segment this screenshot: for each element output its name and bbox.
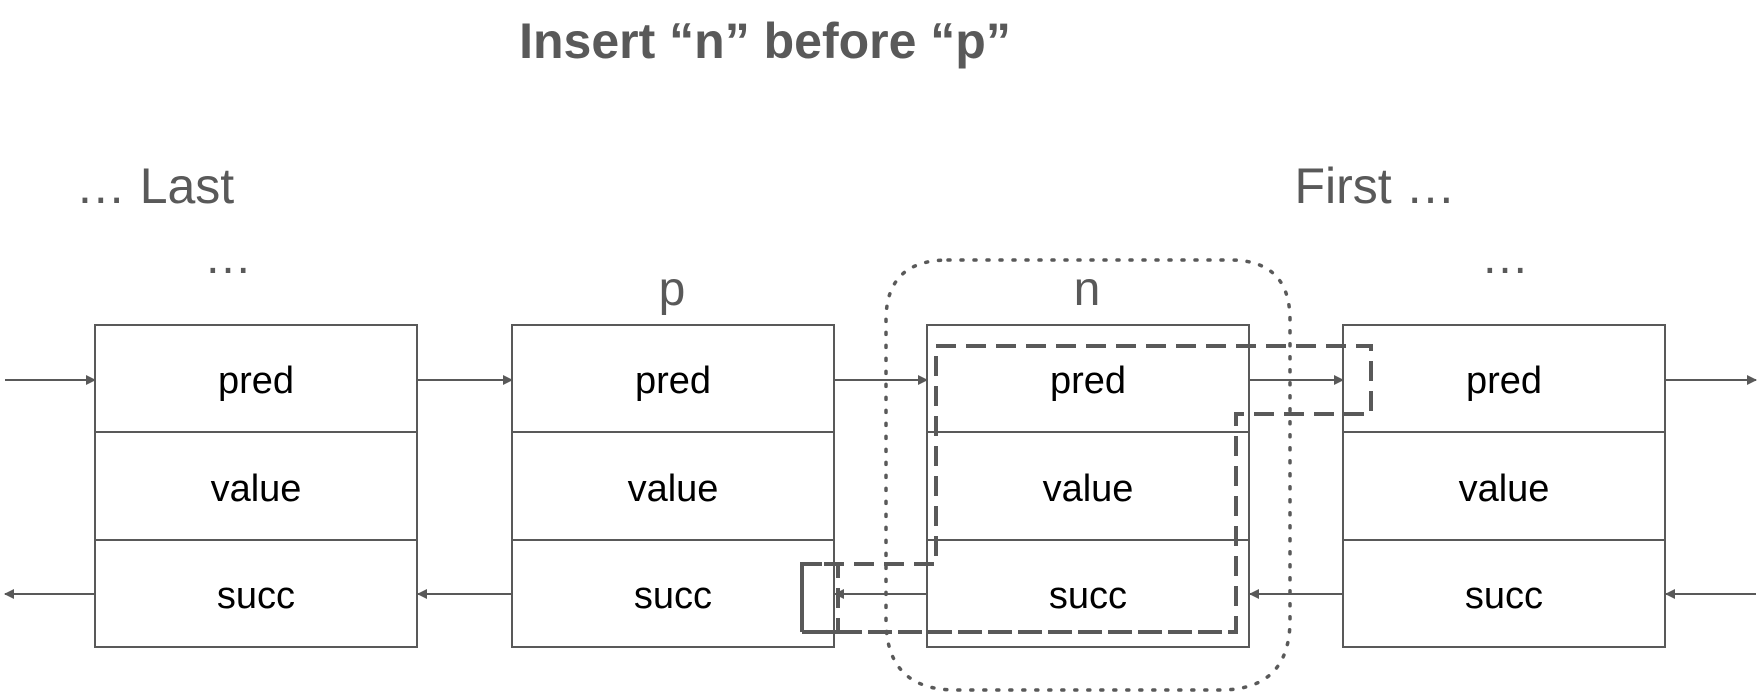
succ-field: succ <box>634 575 712 617</box>
succ-field: succ <box>217 575 295 617</box>
first-label: First … <box>1294 158 1455 214</box>
node-label: p <box>659 263 686 316</box>
value-field: value <box>1459 468 1550 510</box>
node-label: … <box>1481 231 1529 284</box>
node-ellipsis-right: … pred value succ <box>1342 231 1666 648</box>
dashed-pred-link <box>800 344 1373 634</box>
succ-field: succ <box>1465 575 1543 617</box>
diagram-title: Insert “n” before “p” <box>519 13 1011 69</box>
value-field: value <box>628 468 719 510</box>
node-label: … <box>204 231 252 284</box>
new-node-outline <box>884 258 1292 692</box>
pred-field: pred <box>635 360 711 402</box>
node-n: n pred value succ <box>926 263 1250 648</box>
pred-field: pred <box>1050 360 1126 402</box>
value-field: value <box>1043 468 1134 510</box>
pred-field: pred <box>218 360 294 402</box>
node-p: p pred value succ <box>511 263 835 648</box>
pred-field: pred <box>1466 360 1542 402</box>
last-label: … Last <box>76 158 235 214</box>
node-label: n <box>1074 263 1101 316</box>
dashed-succ-target <box>800 562 840 634</box>
value-field: value <box>211 468 302 510</box>
node-ellipsis-left: … pred value succ <box>94 231 418 648</box>
succ-field: succ <box>1049 575 1127 617</box>
